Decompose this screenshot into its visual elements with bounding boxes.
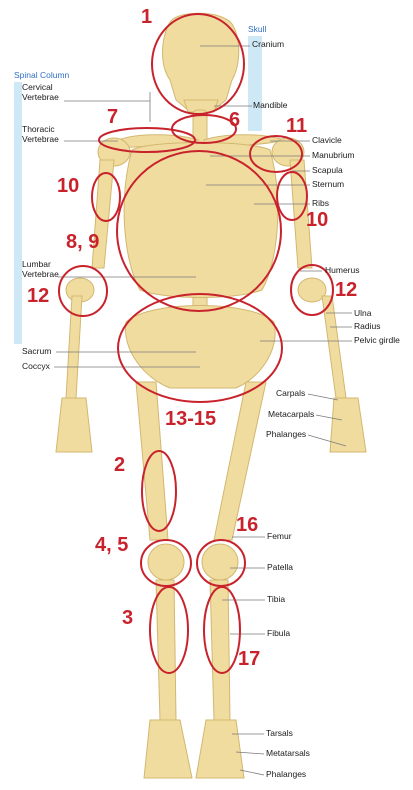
label-phalanges-foot: Phalanges <box>266 770 306 780</box>
marker-10-right: 10 <box>306 209 328 232</box>
label-radius: Radius <box>354 322 380 332</box>
label-sacrum: Sacrum <box>22 347 51 357</box>
pelvis-shape <box>126 306 276 389</box>
label-sternum: Sternum <box>312 180 344 190</box>
marker-7: 7 <box>107 106 118 129</box>
spinal-column-section-bar <box>14 82 22 344</box>
marker-17: 17 <box>238 648 260 671</box>
label-thoracic-vertebrae: Thoracic Vertebrae <box>22 125 59 144</box>
leader-carpals <box>308 394 338 400</box>
label-lumbar-vertebrae: Lumbar Vertebrae <box>22 260 59 279</box>
label-femur: Femur <box>267 532 292 542</box>
skull-section-bar <box>248 36 262 131</box>
label-metacarpals: Metacarpals <box>268 410 314 420</box>
left-femur-shape <box>136 382 168 540</box>
right-hand-shape <box>330 398 366 452</box>
right-elbow-shape <box>298 278 326 302</box>
marker-12-left: 12 <box>27 285 49 308</box>
label-phalanges-hand: Phalanges <box>266 430 306 440</box>
left-knee-shape <box>148 544 184 580</box>
marker-4-5: 4, 5 <box>95 534 128 557</box>
label-cervical-vertebrae: Cervical Vertebrae <box>22 83 59 102</box>
left-foot-shape <box>144 720 192 778</box>
marker-1: 1 <box>141 6 152 29</box>
right-knee-shape <box>202 544 238 580</box>
label-ribs: Ribs <box>312 199 329 209</box>
marker-8-9: 8, 9 <box>66 231 99 254</box>
marker-3: 3 <box>122 607 133 630</box>
label-fibula: Fibula <box>267 629 290 639</box>
section-title-skull: Skull <box>248 25 266 35</box>
label-humerus: Humerus <box>325 266 359 276</box>
label-metatarsals: Metatarsals <box>266 749 310 759</box>
label-pelvic-girdle: Pelvic girdle <box>354 336 400 346</box>
right-foot-shape <box>196 720 244 778</box>
right-shin-shape <box>210 580 230 720</box>
left-hand-shape <box>56 398 92 452</box>
label-patella: Patella <box>267 563 293 573</box>
marker-16: 16 <box>236 514 258 537</box>
label-ulna: Ulna <box>354 309 371 319</box>
label-cranium: Cranium <box>252 40 284 50</box>
skull-shape <box>163 13 239 110</box>
marker-12-right: 12 <box>335 279 357 302</box>
label-scapula: Scapula <box>312 166 343 176</box>
label-tarsals: Tarsals <box>266 729 293 739</box>
label-clavicle: Clavicle <box>312 136 342 146</box>
label-manubrium: Manubrium <box>312 151 355 161</box>
section-title-spinal-column: Spinal Column <box>14 71 69 81</box>
marker-6: 6 <box>229 109 240 132</box>
label-carpals: Carpals <box>276 389 305 399</box>
label-mandible: Mandible <box>253 101 288 111</box>
marker-13-15: 13-15 <box>165 408 216 431</box>
marker-10-left: 10 <box>57 175 79 198</box>
label-tibia: Tibia <box>267 595 285 605</box>
marker-2: 2 <box>114 454 125 477</box>
label-coccyx: Coccyx <box>22 362 50 372</box>
left-shin-shape <box>156 580 176 720</box>
marker-11: 11 <box>286 115 307 138</box>
right-forearm-shape <box>322 296 346 398</box>
